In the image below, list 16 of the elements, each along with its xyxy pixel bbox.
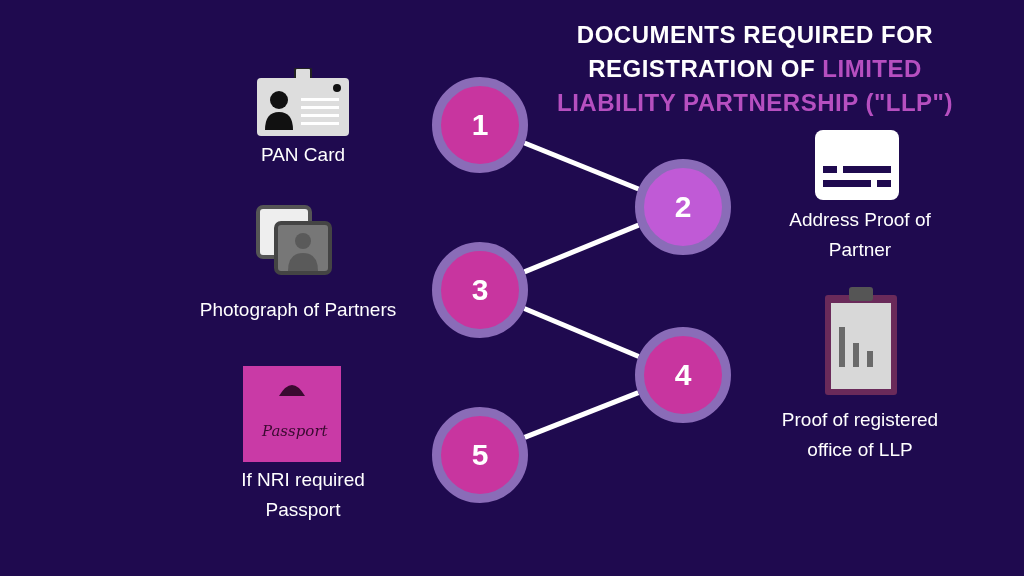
number-circle: 4	[635, 327, 731, 423]
document-caption: PAN Card	[259, 143, 347, 167]
connector-line	[523, 140, 640, 192]
connector-line	[523, 390, 640, 440]
document-caption: Address Proof of Partner	[788, 208, 932, 262]
document-caption: Photograph of Partners	[198, 298, 398, 322]
document-caption: Proof of registered office of LLP	[780, 408, 940, 462]
passport-cover-text: Passport	[262, 422, 328, 440]
number-circle: 2	[635, 159, 731, 255]
connector-line	[523, 306, 640, 359]
connector-line	[523, 222, 640, 275]
number-circle: 3	[432, 242, 528, 338]
number-circle: 1	[432, 77, 528, 173]
document-caption: If NRI required Passport	[240, 468, 366, 522]
number-circle: 5	[432, 407, 528, 503]
title: DOCUMENTS REQUIRED FOR REGISTRATION OF LIMITED LIABILITY PARTNERSHIP ("LLP")	[556, 20, 954, 118]
